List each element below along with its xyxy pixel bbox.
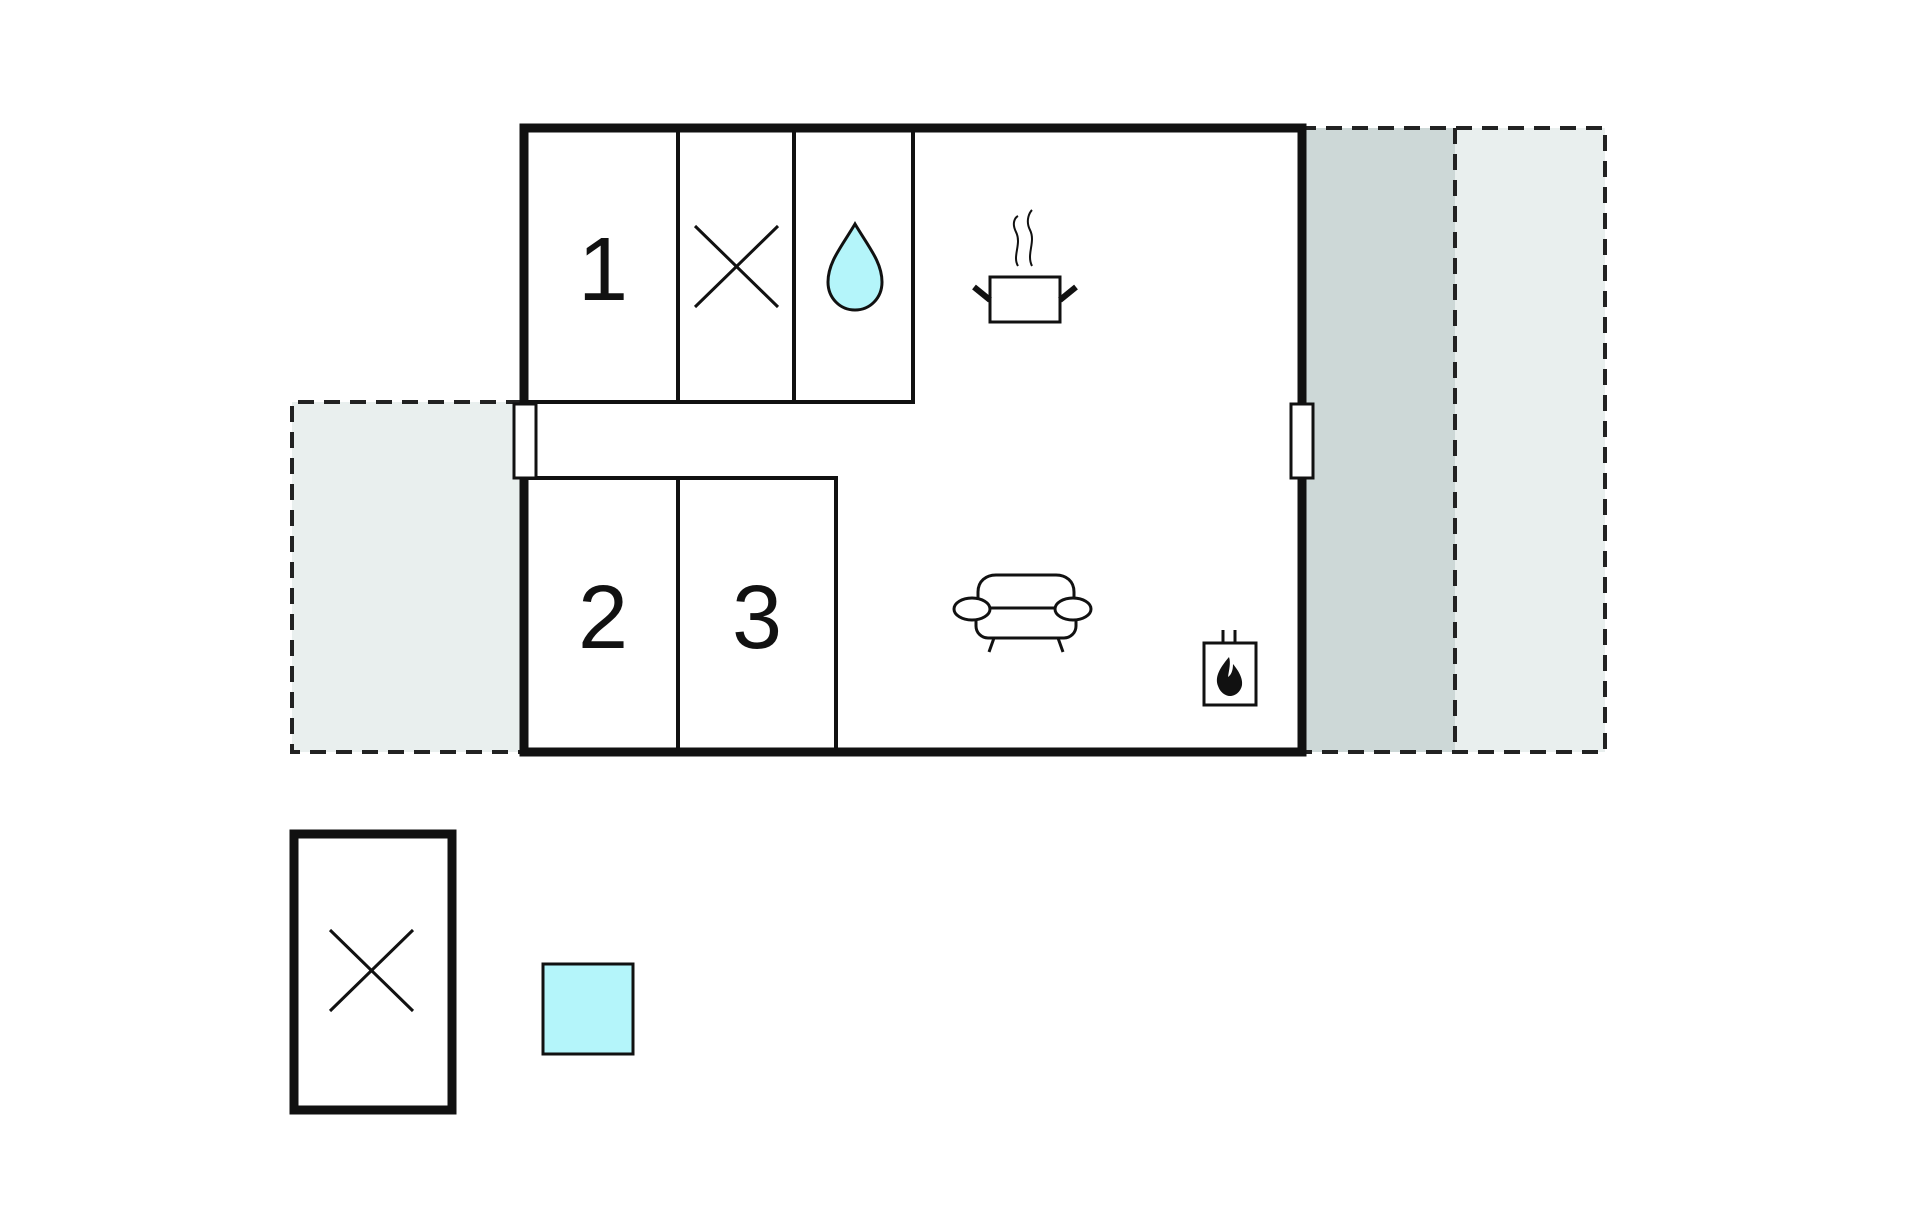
terrace-left	[290, 400, 522, 754]
kitchen-icon	[972, 209, 1078, 324]
room-label-3: 3	[732, 568, 782, 668]
terrace-right-covered	[1300, 128, 1455, 752]
door-right	[1289, 402, 1315, 480]
terrace-right-open	[1300, 126, 1607, 754]
interior-walls-lower	[528, 476, 838, 748]
outbuilding	[289, 829, 457, 1115]
room-label-1: 1	[578, 220, 628, 320]
room-label-2: 2	[578, 568, 628, 668]
pool-icon	[541, 962, 635, 1056]
interior-walls-upper	[528, 132, 915, 404]
sofa-icon	[952, 573, 1093, 653]
shower-icon	[826, 221, 884, 312]
toilet-icon	[328, 928, 415, 1013]
toilet-icon	[693, 224, 780, 309]
door-left	[512, 402, 538, 480]
fireplace-icon	[1202, 630, 1258, 707]
